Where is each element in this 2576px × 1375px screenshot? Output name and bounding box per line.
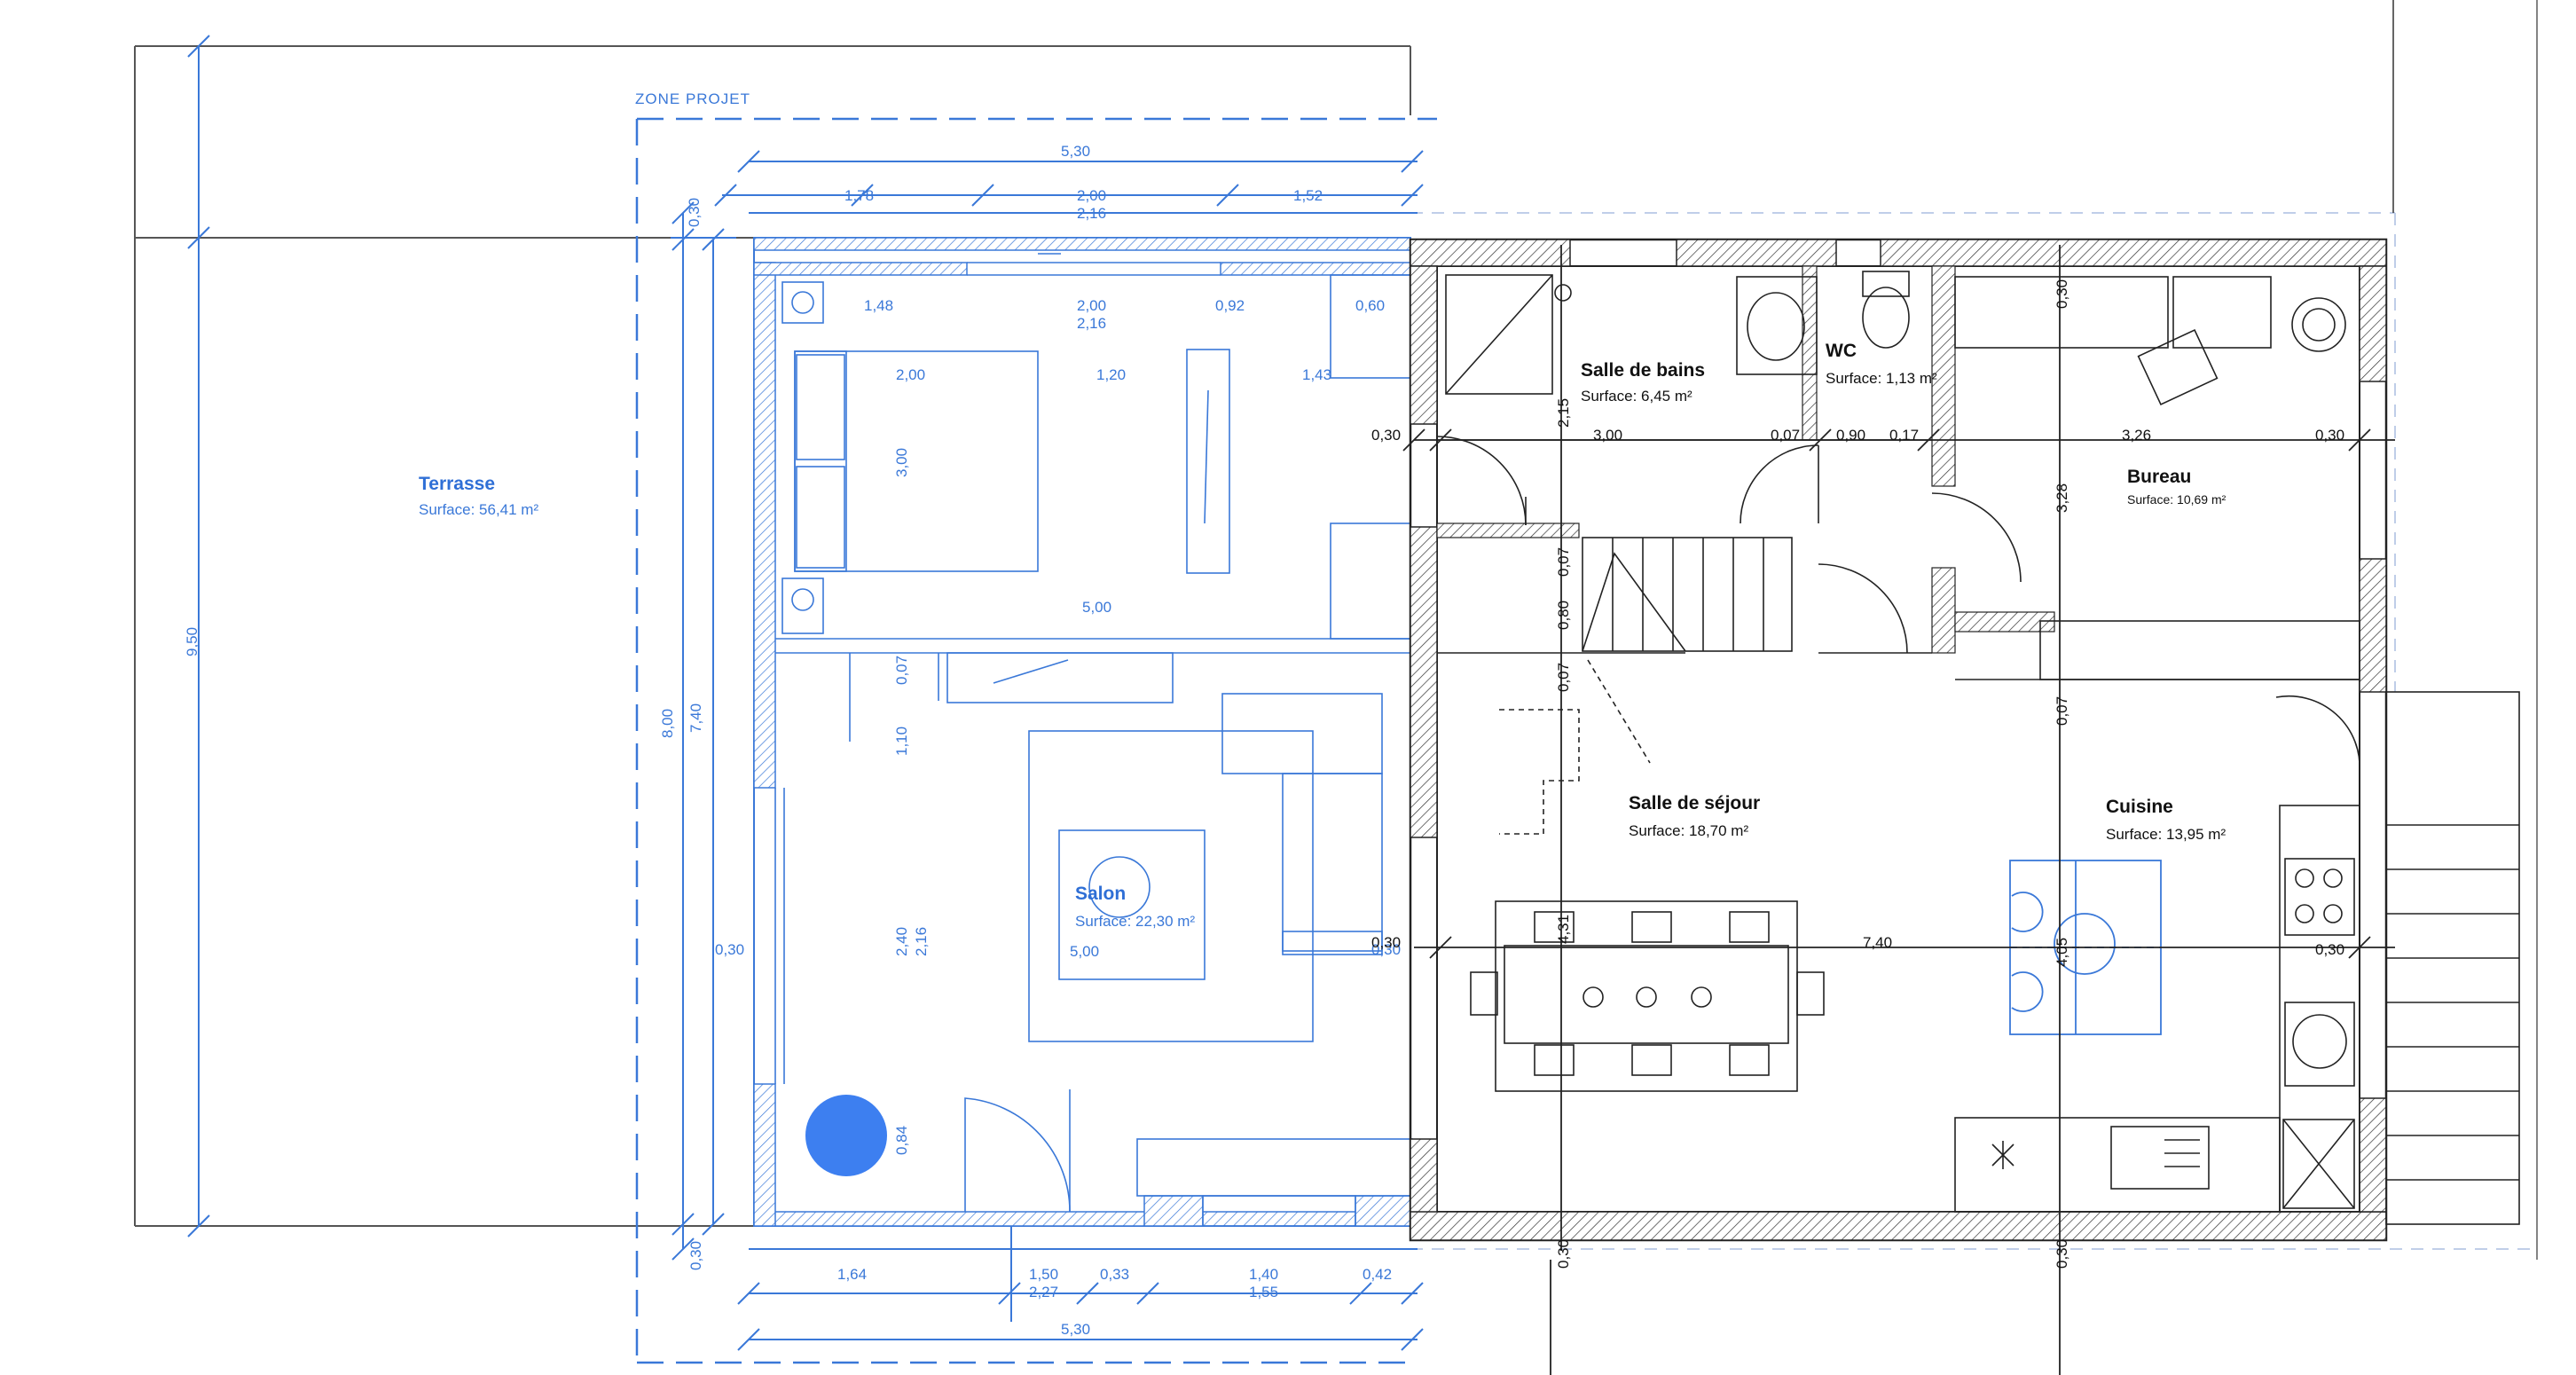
dim-b2-b: 1,55 (1249, 1284, 1278, 1300)
dim-r2-a: 2,00 (896, 366, 925, 383)
dim-st-007b: 0,07 (1555, 663, 1572, 692)
bottom-dimension-lines (737, 1224, 1424, 1351)
dim-b1-a: 1,64 (837, 1266, 867, 1283)
dim-v-300: 3,00 (893, 448, 910, 477)
blue-marker-dot[interactable] (805, 1095, 887, 1176)
dim-b2-a: 2,27 (1029, 1284, 1058, 1300)
salle-de-bains-name: Salle de bains (1581, 360, 1705, 381)
dim-bur-328: 3,28 (2054, 483, 2070, 513)
dim-bur-030v: 0,30 (2054, 279, 2070, 309)
dim-top-a: 1,78 (844, 187, 874, 204)
bureau-surface: Surface: 10,69 m² (2127, 492, 2227, 507)
dim-top-b: 2,00 (1077, 187, 1106, 204)
dim-left-950: 9,50 (184, 627, 200, 656)
dim-st-080: 0,80 (1555, 601, 1572, 630)
salon-walls (753, 237, 1411, 1227)
interior-dimension-lines (1402, 245, 2395, 1375)
dim-v-240: 2,40 (893, 927, 910, 956)
dim-left-740: 7,40 (687, 703, 704, 733)
house-interior-lines (1436, 271, 2520, 1225)
dim-wc-017: 0,17 (1889, 427, 1919, 444)
cuisine-name: Cuisine (2106, 797, 2173, 817)
dim-v-110: 1,10 (893, 727, 910, 756)
zone-projet-outline (635, 117, 1437, 1364)
dim-sej-030l: 0,30 (1371, 934, 1401, 951)
dim-bur-030: 0,30 (2315, 427, 2344, 444)
cuisine-surface: Surface: 13,95 m² (2106, 826, 2226, 843)
house-walls (1409, 238, 2388, 1242)
dim-sdb-300: 3,00 (1593, 427, 1622, 444)
dim-sej-030r: 0,30 (2315, 941, 2344, 958)
bureau-name: Bureau (2127, 467, 2191, 487)
wc-surface: Surface: 1,13 m² (1826, 370, 1937, 387)
dim-sdb-030: 0,30 (1371, 427, 1401, 444)
dim-v-007a: 0,07 (893, 656, 910, 685)
dim-r2-b: 1,20 (1096, 366, 1126, 383)
dim-v-084: 0,84 (893, 1126, 910, 1155)
dim-v-216: 2,16 (913, 927, 930, 956)
dim-b1-e: 0,42 (1363, 1266, 1392, 1283)
dim-st-007: 0,07 (1555, 547, 1572, 577)
zone-projet-label: ZONE PROJET (635, 90, 750, 107)
dim-r1-c: 0,92 (1215, 297, 1245, 314)
dim-r2-c: 1,43 (1302, 366, 1331, 383)
salle-de-bains-surface: Surface: 6,45 m² (1581, 388, 1692, 405)
top-dimension-lines (714, 150, 1424, 214)
dim-sdb-007: 0,07 (1771, 427, 1800, 444)
dim-left-030b: 0,30 (687, 1241, 704, 1270)
dim-left-030: 0,30 (715, 941, 744, 958)
salon-name: Salon (1075, 884, 1126, 904)
dim-sdb-215: 2,15 (1555, 398, 1572, 428)
dim-b3-total: 5,30 (1061, 1321, 1090, 1338)
salon-surface: Surface: 22,30 m² (1075, 913, 1195, 930)
dim-top-total: 5,30 (1061, 143, 1090, 160)
dim-top-b2: 2,16 (1077, 205, 1106, 222)
dim-left-030c: 0,30 (1371, 941, 1401, 958)
dim-r1-d: 0,60 (1355, 297, 1385, 314)
dim-sej-740: 7,40 (1863, 934, 1892, 951)
dim-sej-405: 4,05 (2054, 938, 2070, 967)
dim-k-007: 0,07 (2054, 696, 2070, 726)
project-extension-outline (1410, 212, 2537, 1250)
salle-de-sejour-surface: Surface: 18,70 m² (1629, 822, 1748, 839)
salon-furniture (774, 253, 1413, 1227)
terrasse-surface: Surface: 56,41 m² (419, 501, 538, 518)
dim-r1-b: 2,00 (1077, 297, 1106, 314)
dim-wc-090: 0,90 (1836, 427, 1865, 444)
dim-r1-b2: 2,16 (1077, 315, 1106, 332)
dim-h-500b: 5,00 (1070, 943, 1099, 960)
dim-sej-431: 4,31 (1555, 915, 1572, 944)
dim-top-c: 1,52 (1293, 187, 1323, 204)
dim-left-800: 8,00 (659, 709, 676, 738)
dim-b1-d: 1,40 (1249, 1266, 1278, 1283)
dim-b1-c: 0,33 (1100, 1266, 1129, 1283)
dim-bur-326: 3,26 (2122, 427, 2151, 444)
terrasse-name: Terrasse (419, 474, 495, 494)
dim-h-500a: 5,00 (1082, 599, 1111, 616)
wc-name: WC (1826, 341, 1857, 361)
dim-top-d: 0,30 (686, 198, 703, 227)
dim-bot-030b: 0,30 (2054, 1239, 2070, 1269)
dim-bot-030a: 0,30 (1555, 1239, 1572, 1269)
salle-de-sejour-name: Salle de séjour (1629, 793, 1760, 813)
dim-r1-a: 1,48 (864, 297, 893, 314)
terrasse-dimension (187, 35, 210, 1238)
left-dimension-lines (671, 201, 736, 1261)
dim-b1-b: 1,50 (1029, 1266, 1058, 1283)
